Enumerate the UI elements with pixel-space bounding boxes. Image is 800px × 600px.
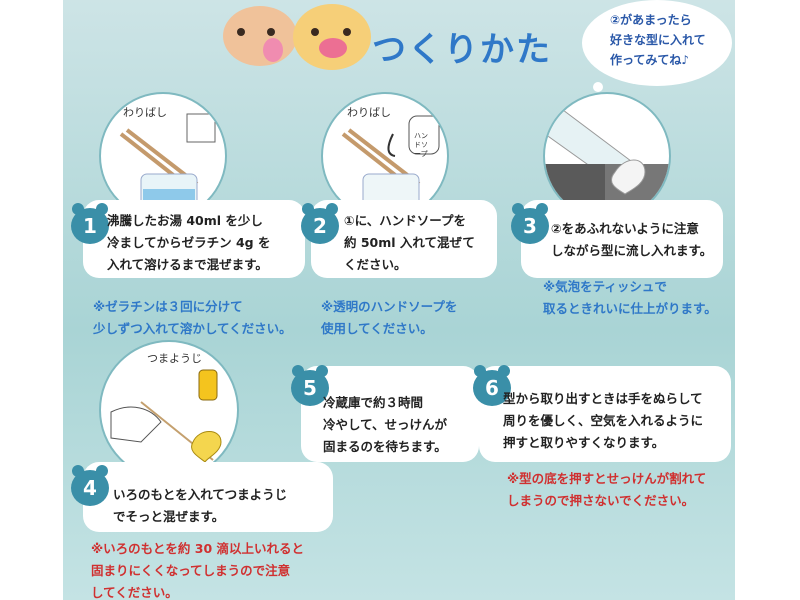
- step4-text: いろのもとを入れてつまようじ でそっと混ぜます。: [113, 487, 288, 524]
- step4-card: [83, 462, 333, 532]
- step6-badge: 6: [473, 365, 511, 406]
- step5-text: 冷蔵庫で約３時間 冷やして、せっけんが 固まるのを待ちます。: [323, 395, 448, 454]
- step3-text: ②をあふれないように注意 しながら型に流し入れます。: [551, 221, 713, 258]
- dog-mascot-icon: [223, 6, 297, 66]
- step5-card: [301, 366, 479, 462]
- step3-badge: 3: [511, 203, 549, 244]
- step4-badge: 4: [71, 465, 109, 506]
- step2-badge: 2: [301, 203, 339, 244]
- step3-note: ※気泡をティッシュで 取るときれいに仕上がります。: [543, 279, 717, 316]
- cat-mascot-icon: [293, 4, 371, 70]
- step4-label-toothpick: つまようじ: [147, 352, 202, 365]
- step6-note: ※型の底を押すとせっけんが割れて しまうので押さないでください。: [507, 471, 707, 508]
- step2-card: [311, 200, 497, 278]
- speech-bubble: [582, 0, 732, 86]
- step1-note: ※ゼラチンは３回に分けて 少しずつ入れて溶かしてください。: [93, 299, 292, 336]
- toothpick-dye-icon: [110, 369, 222, 463]
- step1-badge: 1: [71, 203, 109, 244]
- step2-text: ①に、ハンドソープを 約 50ml 入れて混ぜて ください。: [344, 213, 475, 272]
- step4-note: ※いろのもとを約 30 滴以上いれると 固まりにくくなってしまうので注意 してく…: [91, 541, 305, 600]
- page-title: つくりかた: [372, 30, 552, 70]
- instruction-panel: つくりかた ②があまったら 好きな型に入れて 作ってみてね♪ わりばし わりばし…: [63, 0, 735, 600]
- step5-badge: 5: [291, 365, 329, 406]
- speech-bubble-text: ②があまったら 好きな型に入れて 作ってみてね♪: [610, 13, 706, 67]
- step1-label-chopsticks: わりばし: [123, 106, 167, 119]
- step2-note: ※透明のハンドソープを 使用してください。: [321, 299, 458, 336]
- step2-label-chopsticks: わりばし: [347, 106, 391, 119]
- step6-card: [479, 366, 731, 462]
- step6-text: 型から取り出すときは手をぬらして 周りを優しく、空気を入れるように 押すと取りや…: [503, 391, 704, 450]
- step2-label-handsoap: ハンドソープ: [414, 132, 428, 158]
- step1-text: 沸騰したお湯 40ml を少し 冷ましてからゼラチン 4g を 入れて溶けるまで…: [107, 213, 271, 272]
- bubble-tail-icon: [593, 82, 603, 92]
- step4-illustration: [99, 340, 239, 480]
- step1-card: [83, 200, 305, 278]
- step3-card: [521, 200, 723, 278]
